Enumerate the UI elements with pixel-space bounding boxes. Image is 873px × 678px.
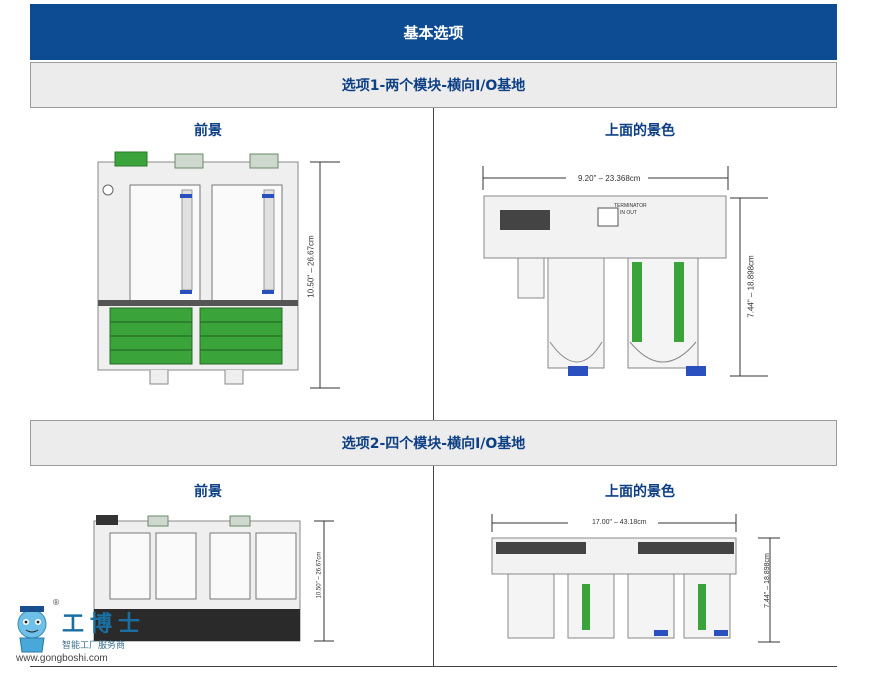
- header-title: 基本选项: [403, 23, 464, 42]
- option1-top-width-dim: 9.20" – 23.368cm: [578, 174, 641, 183]
- option1-divider: [433, 108, 434, 420]
- option1-front-view-drawing: [97, 151, 340, 389]
- option1-front-height-dim: 10.50" – 26.67cm: [306, 235, 316, 298]
- option2-top-label: 上面的景色: [605, 484, 675, 500]
- table-bottom-border: [30, 666, 837, 667]
- option2-front-label: 前景: [194, 484, 222, 500]
- option2-top-height-dim: 7.44" – 18.898cm: [763, 553, 771, 608]
- option1-title-band: 选项1-两个模块-横向I/O基地: [30, 62, 837, 108]
- option2-front-view-drawing: [93, 515, 334, 642]
- watermark-url: www.gongboshi.com: [16, 653, 108, 664]
- option2-title: 选项2-四个模块-横向I/O基地: [341, 436, 526, 452]
- option1-top-label: 上面的景色: [605, 123, 675, 139]
- option1-title: 选项1-两个模块-横向I/O基地: [341, 78, 526, 94]
- watermark-tagline: 智能工厂服务商: [62, 641, 126, 651]
- terminator-label: TERMINATOR: [614, 203, 647, 209]
- mascot-logo-icon: [17, 606, 47, 653]
- option1-top-height-dim: 7.44" – 18.898cm: [746, 255, 756, 318]
- option1-front-label: 前景: [194, 123, 222, 139]
- watermark-brand: 工博士: [62, 611, 147, 637]
- option2-top-view-drawing: [491, 514, 780, 643]
- option2-title-band: 选项2-四个模块-横向I/O基地: [30, 420, 837, 466]
- option2-top-width-dim: 17.00" – 43.18cm: [592, 519, 647, 526]
- option1-top-view-drawing: [482, 166, 768, 377]
- table-header: 基本选项: [30, 4, 837, 60]
- option2-front-height-dim: 10.50" – 26.67cm: [316, 551, 323, 599]
- terminator-sub-label: IN OUT: [620, 210, 637, 216]
- option2-divider: [433, 466, 434, 666]
- watermark-registered-mark: ®: [52, 598, 60, 607]
